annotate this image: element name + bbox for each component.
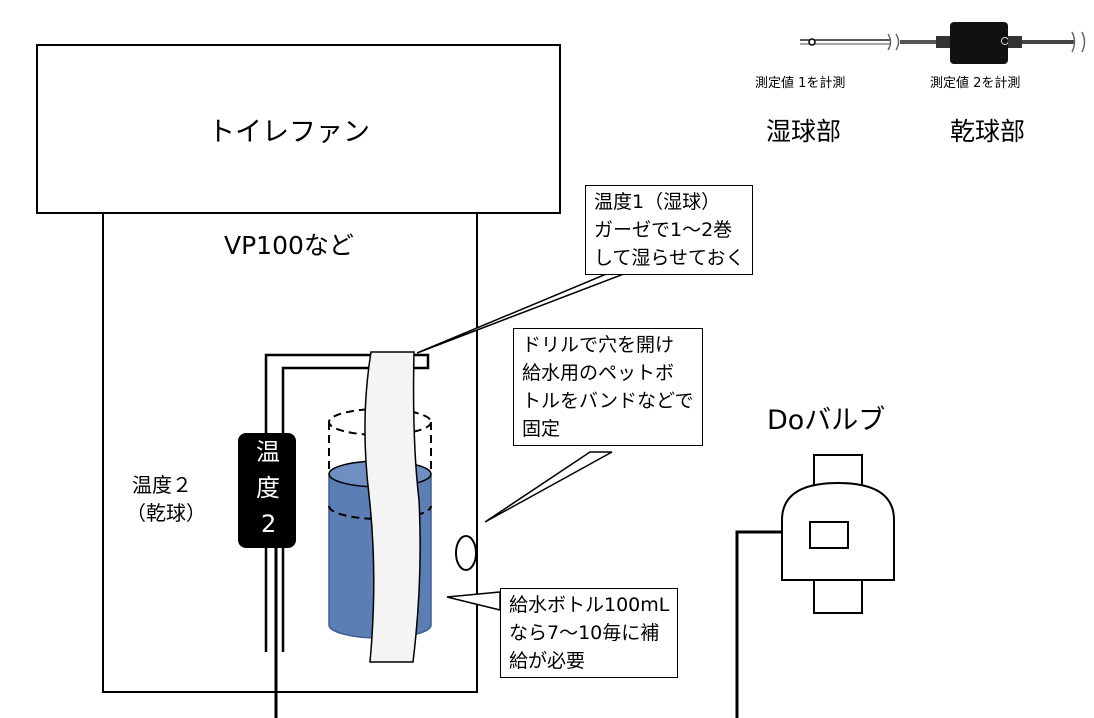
cable-break-icon (887, 33, 900, 51)
callout-line: して湿らせておく (594, 247, 745, 269)
callout-pointer (446, 591, 501, 611)
vent-label: VP100など (224, 231, 354, 260)
sensor-tube (264, 353, 430, 652)
drill-hole (455, 535, 477, 571)
wet-bulb-name: 湿球部 (766, 117, 842, 146)
fan-box (36, 44, 561, 214)
callout-line: 固定 (522, 418, 561, 440)
dry-measure-label: 測定値 2を計測 (930, 76, 1021, 91)
callout-line: ガーゼで1～2巻 (594, 219, 733, 241)
callout-drill: ドリルで穴を開け 給水用のペットボ トルをバンドなどで 固定 (513, 328, 703, 446)
gauze-strip (364, 351, 421, 663)
dry-bulb-name: 乾球部 (950, 117, 1026, 146)
callout-line: なら7～10毎に補 (509, 622, 660, 644)
sensor-char: 温 (256, 438, 280, 466)
valve-cable (735, 530, 782, 718)
callout-line: ドリルで穴を開け (522, 334, 675, 356)
do-valve (781, 454, 895, 614)
probe-illustration (800, 22, 1086, 64)
sensor-char: 2 (261, 510, 277, 538)
callout-pointer (484, 451, 613, 523)
callout-bottle: 給水ボトル100mL なら7～10毎に補 給が必要 (500, 588, 679, 678)
sensor-char: 度 (256, 474, 280, 502)
wet-measure-label: 測定値 1を計測 (755, 76, 846, 91)
dry-bulb-label: 温度２ (132, 473, 192, 497)
valve-label: Doバルブ (767, 405, 886, 436)
vent-pipe (102, 213, 478, 693)
callout-line: 給水用のペットボ (522, 362, 675, 384)
callout-line: 給水ボトル100mL (509, 594, 670, 616)
callout-line: トルをバンドなどで (522, 390, 694, 412)
callout-wet-bulb: 温度1（湿球） ガーゼで1～2巻 して湿らせておく (585, 185, 754, 275)
cable-break-icon (1071, 31, 1086, 53)
callout-line: 温度1（湿球） (594, 191, 721, 213)
wet-probe-tip (808, 38, 816, 46)
fan-label: トイレファン (208, 117, 370, 148)
dry-bulb-sensor (238, 433, 296, 548)
callout-line: 給が必要 (509, 650, 586, 672)
dry-probe-box (950, 22, 1008, 64)
dry-bulb-label: （乾球） (126, 501, 206, 525)
